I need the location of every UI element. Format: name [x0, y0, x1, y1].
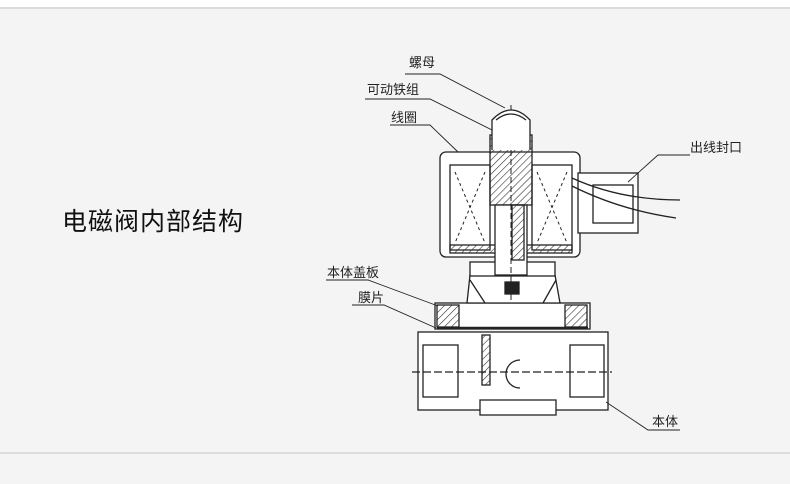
valve-body	[412, 331, 612, 416]
label-bonnet: 本体盖板	[327, 266, 380, 281]
label-coil: 线圈	[391, 111, 418, 126]
bottom-divider	[0, 452, 790, 454]
nut	[491, 109, 531, 150]
bonnet	[434, 261, 591, 330]
label-cable-seal: 出线封口	[690, 141, 743, 156]
top-divider	[0, 0, 790, 9]
label-armature: 可动铁组	[367, 83, 420, 98]
label-diaphragm: 膜片	[358, 291, 385, 306]
page-title: 电磁阀内部结构	[62, 207, 245, 236]
label-nut: 螺母	[409, 56, 436, 71]
label-body: 本体	[652, 415, 679, 430]
cable-gland	[571, 172, 681, 234]
leader-lines	[326, 73, 690, 431]
